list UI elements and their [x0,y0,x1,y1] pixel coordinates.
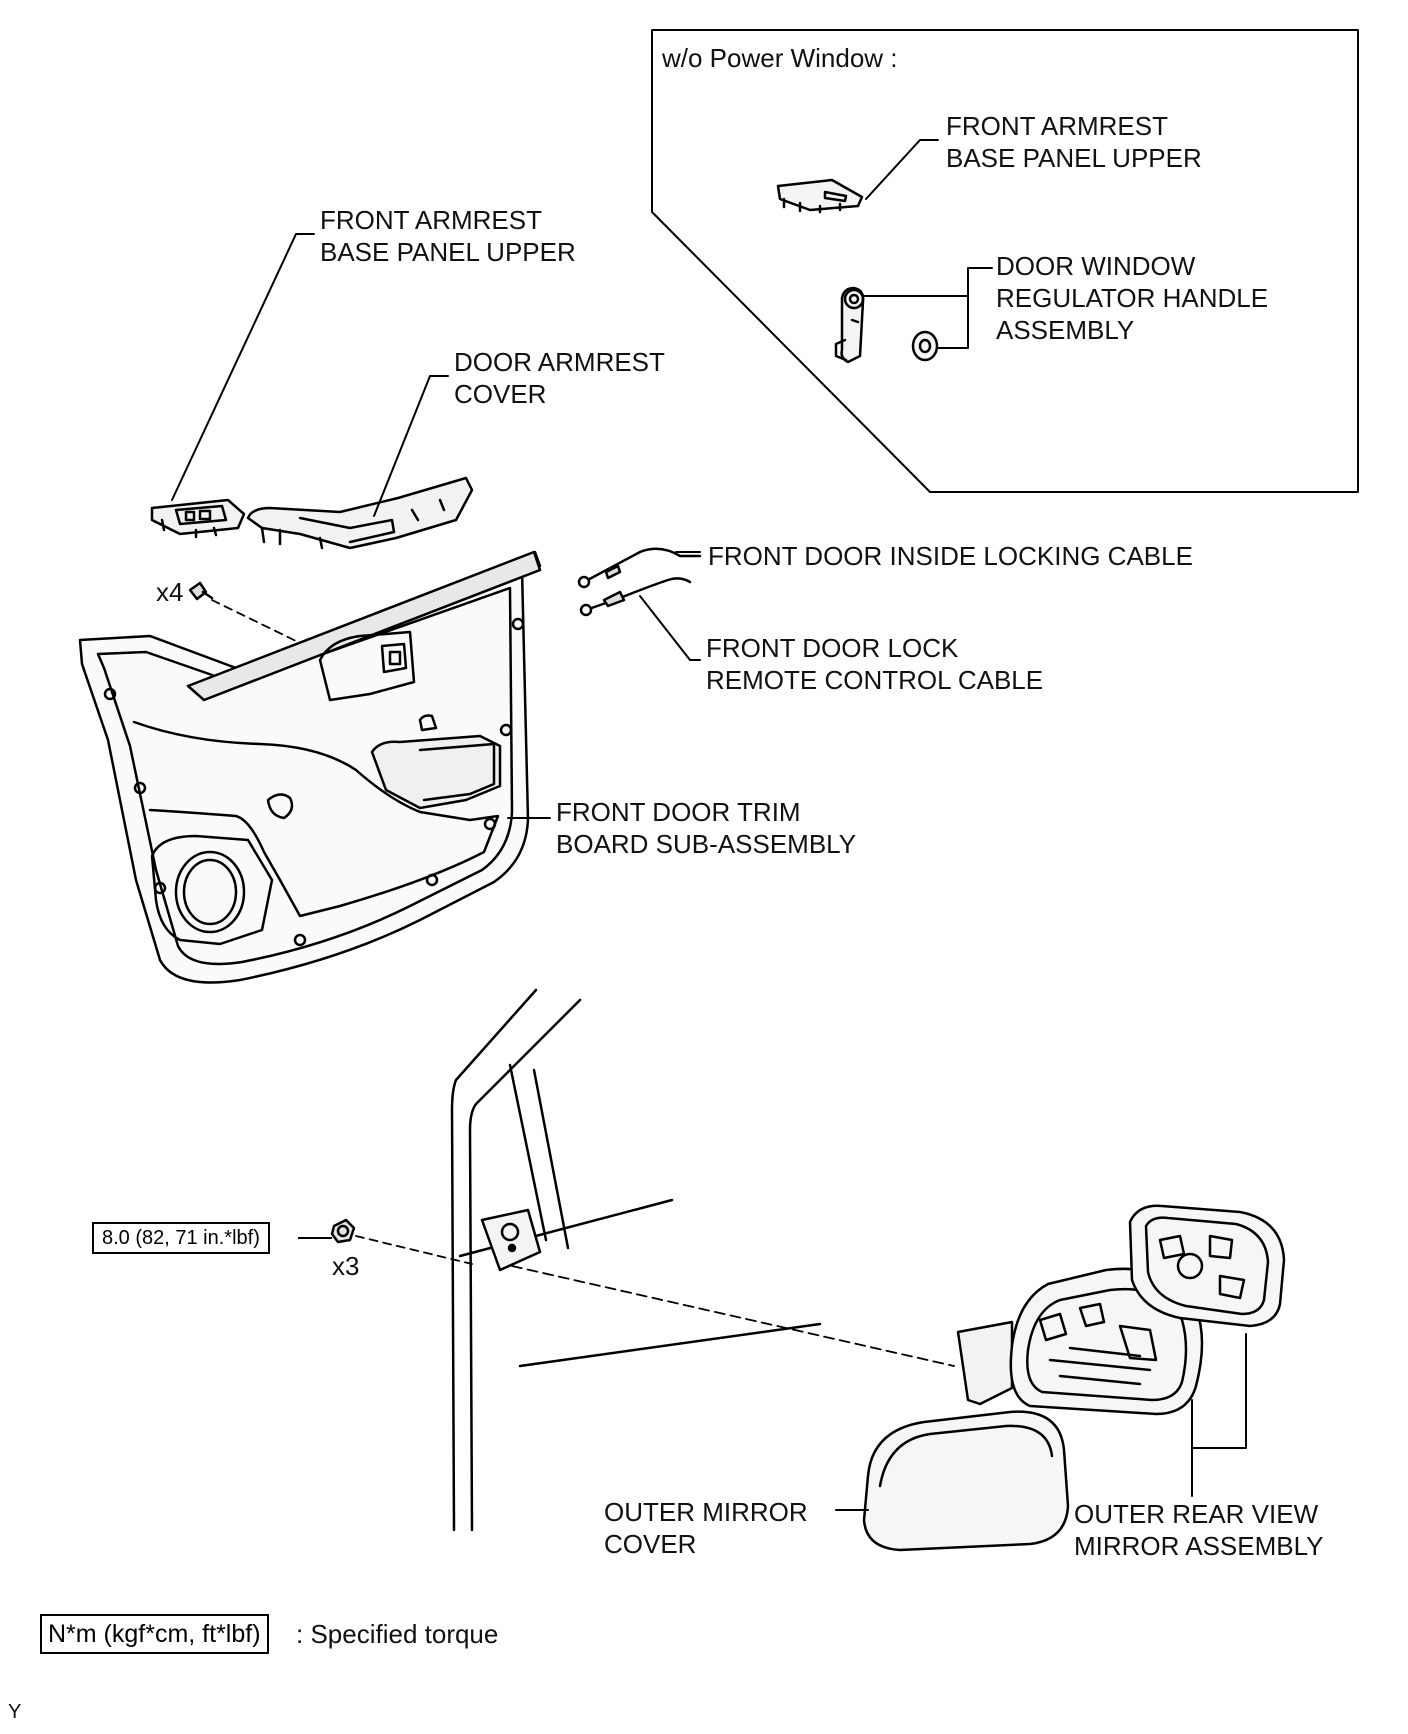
remote-cable-label-line1: FRONT DOOR LOCK [706,633,959,663]
nut-count-label: x3 [332,1251,360,1281]
mirror-cover-label-line2: COVER [604,1529,697,1559]
armrest-cover-label-line2: COVER [454,379,547,409]
inset-frame [651,29,1359,493]
inset-armrest-panel-part [776,178,864,214]
mirror-assembly-label-line1: OUTER REAR VIEW [1074,1499,1319,1529]
inset-armrest-leader [865,139,939,200]
trim-board-label-line2: BOARD SUB-ASSEMBLY [556,829,857,859]
door-frame-part [450,988,822,1532]
locking-cable-label: FRONT DOOR INSIDE LOCKING CABLE [708,541,1193,571]
armrest-base-panel-part [150,498,246,539]
torque-legend-text: : Specified torque [296,1619,499,1649]
clip-count-label: x4 [156,577,184,607]
nut-dashed-leader [355,1235,473,1265]
remote-cable-leader [639,595,701,661]
mirror-assembly-label-line2: MIRROR ASSEMBLY [1074,1531,1324,1561]
torque-legend-unit: N*m (kgf*cm, ft*lbf) [40,1614,269,1654]
mirror-nut-part [330,1218,356,1244]
mirror-mount-plate-part [480,1208,542,1272]
inset-armrest-label-line2: BASE PANEL UPPER [946,143,1202,173]
armrest-base-leader [171,233,315,501]
torque-value-box: 8.0 (82, 71 in.*lbf) [92,1222,270,1254]
mirror-cover-part [862,1410,1070,1552]
inset-handle-label-line2: REGULATOR HANDLE [996,283,1269,313]
armrest-base-label-line2: BASE PANEL UPPER [320,237,576,267]
mirror-dashed-leader [511,1265,955,1367]
mirror-base-part [956,1320,1014,1406]
regulator-handle-part [834,286,865,364]
armrest-cover-label-line1: DOOR ARMREST [454,347,665,377]
corner-mark: Y [8,1701,22,1723]
clip-dashed-leader [211,599,299,643]
door-trim-board-part [78,550,542,984]
regulator-washer-part [911,330,939,362]
inset-handle-leader [863,267,993,349]
armrest-base-label-line1: FRONT ARMREST [320,205,542,235]
remote-cable-label-line2: REMOTE CONTROL CABLE [706,665,1044,695]
inset-title: w/o Power Window : [662,43,898,73]
remote-control-cable-part [579,577,692,617]
inset-handle-label-line1: DOOR WINDOW [996,251,1196,281]
mirror-glass-part [1128,1204,1286,1328]
inset-armrest-label-line1: FRONT ARMREST [946,111,1168,141]
inset-handle-label-line3: ASSEMBLY [996,315,1135,345]
mirror-assembly-leader [1191,1333,1247,1449]
inside-locking-cable-part [577,547,702,589]
trim-clip-part [188,581,214,601]
mirror-cover-label-line1: OUTER MIRROR [604,1497,808,1527]
armrest-cover-part [246,476,474,550]
armrest-cover-leader [373,375,449,517]
trim-board-label-line1: FRONT DOOR TRIM [556,797,801,827]
